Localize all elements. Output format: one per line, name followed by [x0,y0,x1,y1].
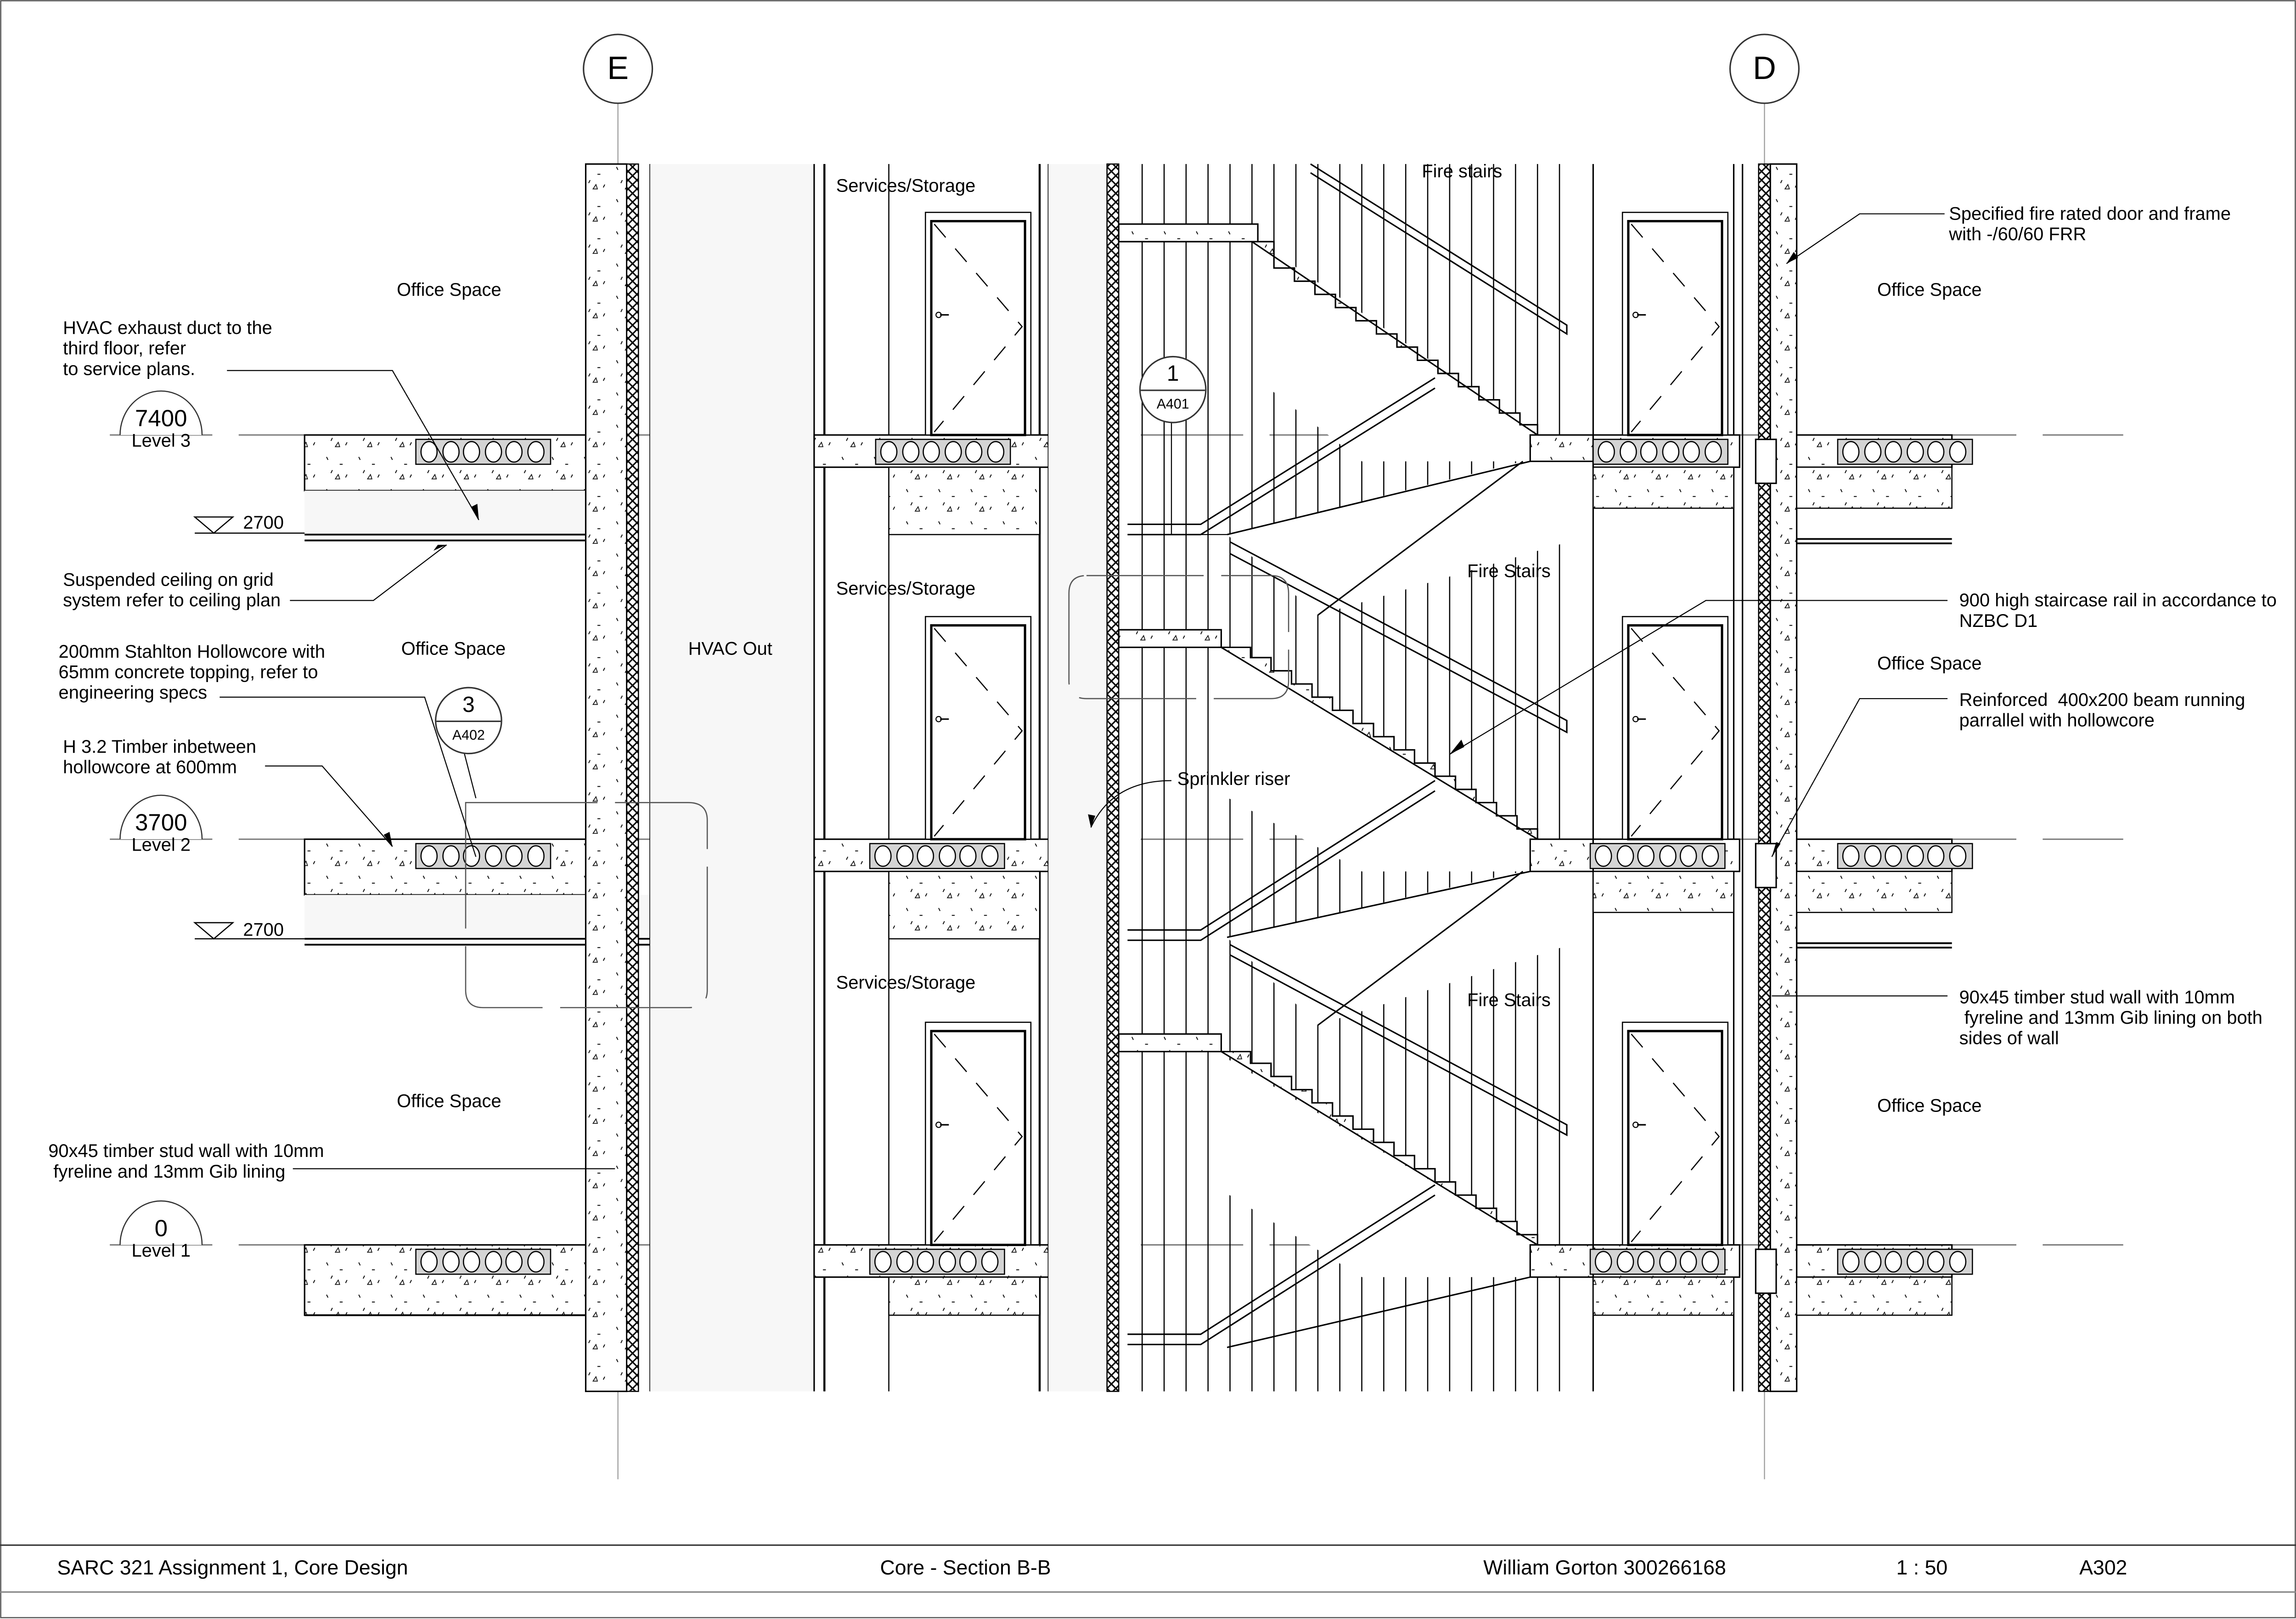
room-label-fire-stairs-3: Fire stairs [1422,161,1503,182]
room-label-services-2: Services/Storage [836,578,976,599]
room-label-fire-stairs-2: Fire Stairs [1467,561,1551,581]
title-block-sheet-name: Core - Section B-B [880,1555,1051,1579]
title-block-scale: 1 : 50 [1896,1555,1948,1579]
level-marker-1: 0 Level 1 [120,1218,202,1261]
room-label-fire-stairs-1: Fire Stairs [1467,990,1551,1011]
level-elevation: 3700 [135,811,187,836]
grid-label: E [607,50,629,87]
section-sheet: A401 [1156,397,1189,413]
level-marker-2: 3700 Level 2 [120,811,202,856]
note-timber-infill: H 3.2 Timber inbetween hollowcore at 600… [63,736,257,778]
section-tag-a401[interactable]: 1 A401 [1139,355,1207,423]
room-label-office-left-3: Office Space [397,280,501,300]
room-label-office-right-1: Office Space [1877,1095,1982,1116]
note-hvac-exhaust: HVAC exhaust duct to the third floor, re… [63,317,272,379]
note-hollowcore: 200mm Stahlton Hollowcore with 65mm conc… [58,641,326,703]
ceiling-height-upper: 2700 [243,513,284,533]
grid-label: D [1753,50,1776,87]
title-block-sheet-number: A302 [2079,1555,2127,1579]
room-label-office-right-3: Office Space [1877,280,1982,300]
ceiling-height-lower: 2700 [243,920,284,941]
room-label-office-left-2: Office Space [401,638,506,659]
grid-bubble-d: D [1729,34,1800,104]
note-beam: Reinforced 400x200 beam running parralle… [1959,689,2245,731]
note-suspended-ceiling: Suspended ceiling on grid system refer t… [63,570,281,611]
level-name: Level 1 [131,1240,191,1261]
note-stud-wall-left: 90x45 timber stud wall with 10mm fyrelin… [48,1141,324,1182]
note-fire-door: Specified fire rated door and frame with… [1949,203,2231,245]
room-label-office-right-2: Office Space [1877,653,1982,674]
title-block-author: William Gorton 300266168 [1483,1555,1726,1579]
grid-bubble-e: E [583,34,653,104]
room-label-office-left-1: Office Space [397,1091,501,1112]
section-number: 3 [436,688,501,722]
section-number: 1 [1141,357,1205,391]
room-label-hvac-out: HVAC Out [688,638,772,659]
room-label-services-3: Services/Storage [836,175,976,197]
note-stair-rail: 900 high staircase rail in accordance to… [1959,590,2277,632]
section-sheet: A402 [452,728,485,744]
level-elevation: 7400 [135,407,187,432]
level-elevation: 0 [154,1217,168,1242]
note-stud-wall-right: 90x45 timber stud wall with 10mm fyrelin… [1959,987,2262,1049]
label-sprinkler-riser: Sprinkler riser [1177,769,1290,790]
room-label-services-1: Services/Storage [836,972,976,993]
level-marker-3: 7400 Level 3 [120,407,202,451]
level-name: Level 2 [131,835,191,856]
title-block-project: SARC 321 Assignment 1, Core Design [57,1555,408,1579]
section-tag-a402[interactable]: 3 A402 [435,687,502,755]
level-name: Level 3 [131,430,191,451]
